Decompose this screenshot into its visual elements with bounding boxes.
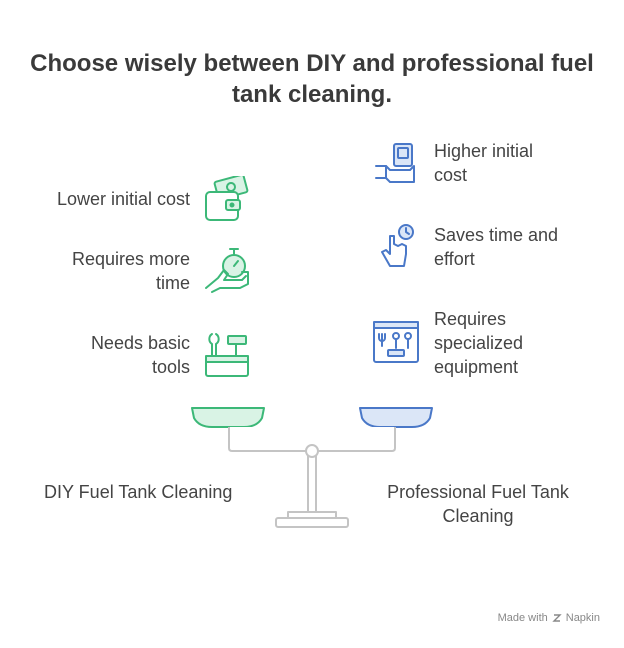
wallet-money-icon: [205, 176, 249, 221]
left-item-more-time: Requires more time: [71, 249, 190, 293]
left-side-label: DIY Fuel Tank Cleaning: [44, 482, 233, 502]
left-item-lower-cost: Lower initial cost: [56, 189, 190, 209]
hand-clock-icon: [381, 224, 414, 267]
right-item-saves-time: Saves time and effort: [434, 225, 559, 269]
napkin-logo-icon: [552, 614, 562, 622]
hand-cash-icon: [375, 143, 415, 183]
page-title: Choose wisely between DIY and profession…: [30, 50, 594, 108]
hand-stopwatch-icon: [205, 248, 249, 293]
footer-credit: Made with Napkin: [498, 612, 600, 624]
left-item-basic-tools: Needs basic tools: [90, 333, 190, 377]
right-pan: [359, 407, 433, 428]
right-item-specialized-equipment: Requires specialized equipment: [434, 309, 524, 377]
footer-brand: Napkin: [565, 612, 600, 624]
right-side-label: Professional Fuel Tank Cleaning: [387, 482, 569, 526]
left-pan: [191, 407, 265, 428]
footer-text: Made with: [497, 612, 548, 624]
right-item-higher-cost: Higher initial cost: [434, 141, 534, 185]
toolbox-icon: [205, 333, 249, 377]
scale-stand: [228, 427, 396, 528]
equipment-case-icon: [373, 321, 419, 363]
